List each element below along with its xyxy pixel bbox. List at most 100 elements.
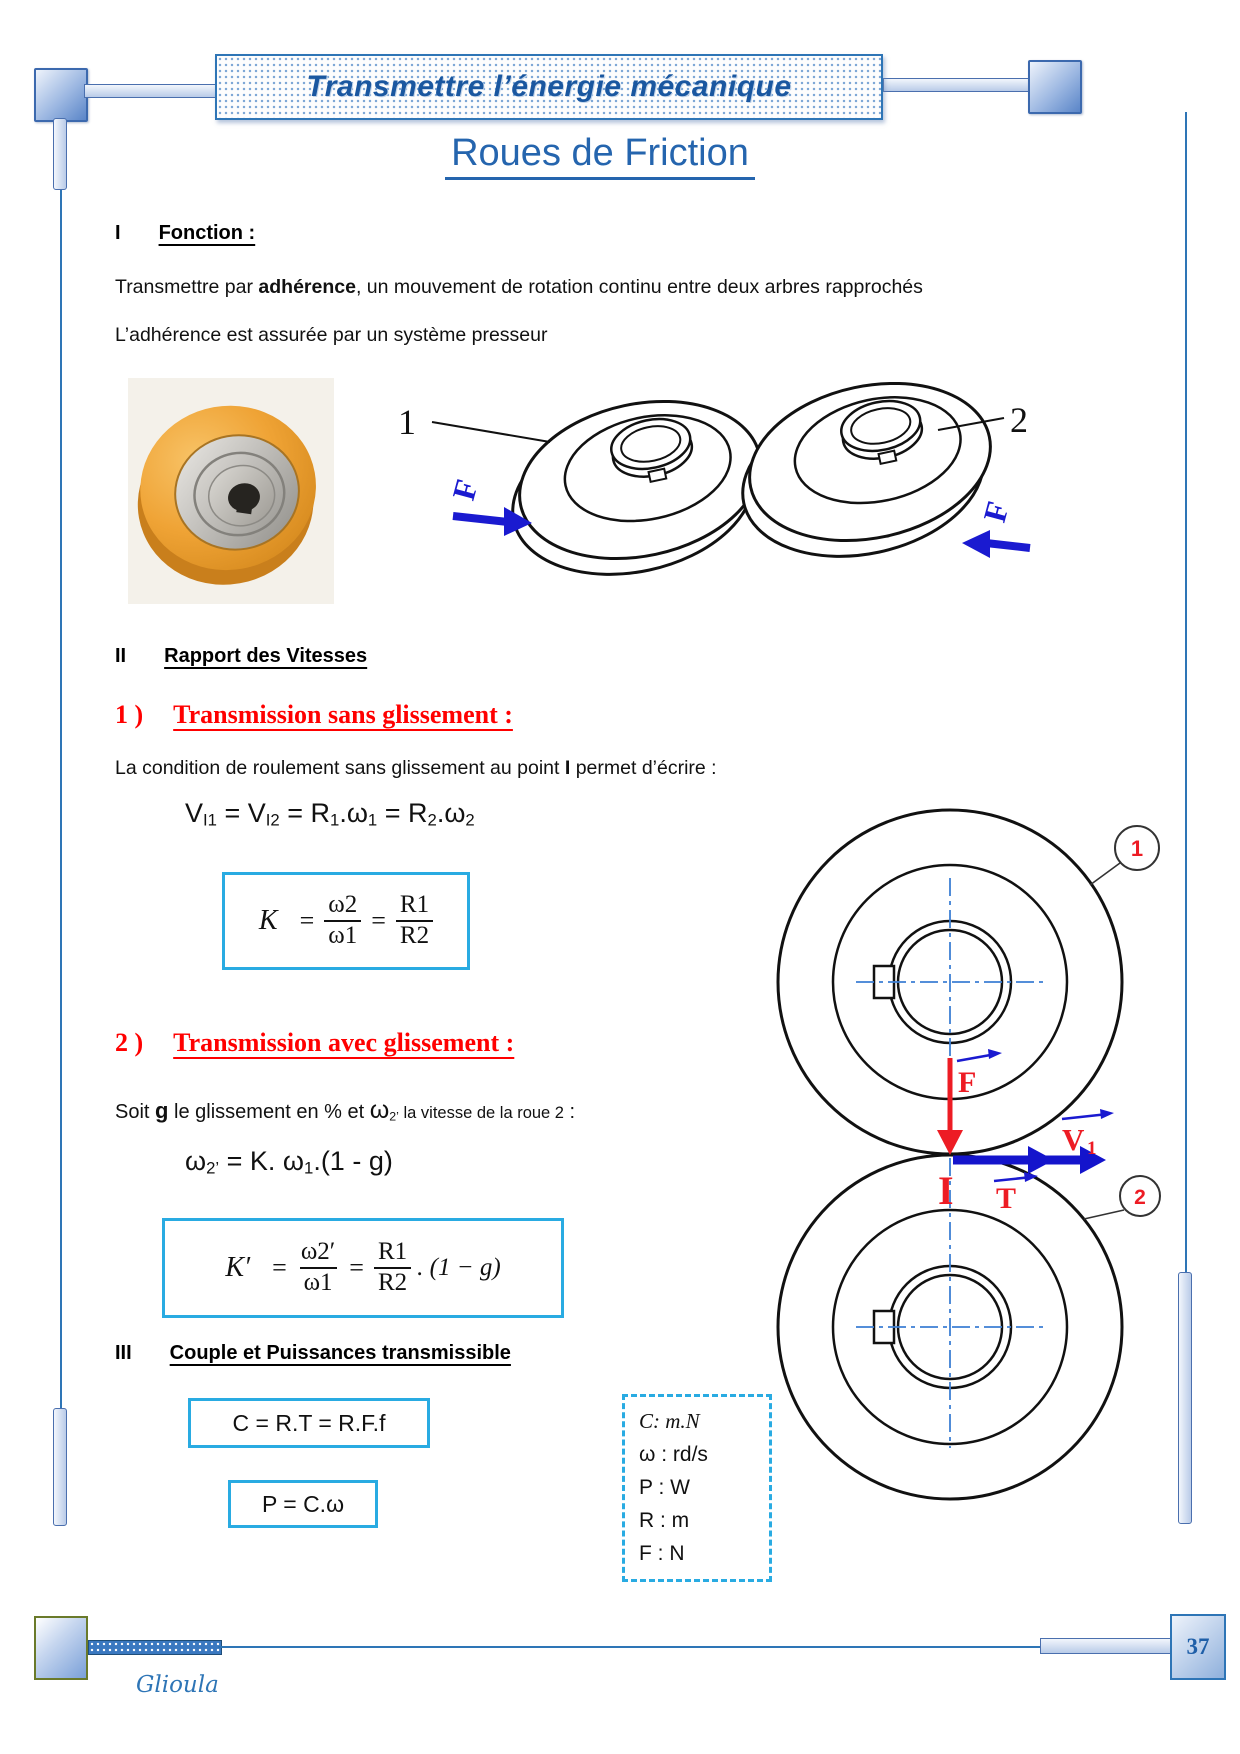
eq-sub: 1 — [367, 810, 378, 830]
header-banner: Transmettre l’énergie mécanique — [215, 54, 883, 120]
subsection-1-title: Transmission sans glissement : — [173, 700, 513, 729]
section-ii-title: Rapport des Vitesses — [164, 645, 368, 667]
figure-wheel-1 — [511, 399, 762, 576]
power-formula-box: P = C.ω — [228, 1480, 378, 1528]
section-i-numeral: I — [115, 222, 121, 244]
force-vector-hat-head — [988, 1049, 1002, 1059]
intro-small-text: la vitesse de la roue 2 — [398, 1104, 564, 1122]
diagram-balloon-2: 2 — [1083, 1175, 1161, 1220]
ratio-formula-box: K = ω2 ω1 = R1 R2 — [222, 872, 470, 970]
corner-ornament-bottom-left — [34, 1616, 88, 1680]
eq-part: = R — [279, 798, 331, 828]
subsection-2-title: Transmission avec glissement : — [173, 1028, 515, 1057]
fraction-omega: ω2 ω1 — [324, 891, 362, 951]
author-signature: Glioula — [136, 1672, 219, 1698]
header-banner-text: Transmettre l’énergie mécanique — [306, 70, 792, 103]
fraction-denominator: R2 — [395, 920, 434, 951]
formula-lhs: K′ — [225, 1252, 251, 1283]
force-arrow-left — [452, 507, 532, 536]
subsection-1-number: 1 ) — [115, 700, 144, 729]
page-title: Roues de Friction — [350, 132, 850, 180]
intro-bold: g — [155, 1098, 169, 1123]
frame-line-bottom — [218, 1646, 1040, 1648]
slip-ratio-formula-box: K′ = ω2′ ω1 = R1 R2 . (1 − g) — [162, 1218, 564, 1318]
paragraph-function-1: Transmettre par adhérence, un mouvement … — [115, 276, 1015, 299]
frame-line-left — [60, 118, 62, 1524]
eq-part: .(1 - g) — [313, 1146, 393, 1176]
unit-line-torque: C: m.N — [639, 1409, 700, 1433]
section-ii-heading: II Rapport des Vitesses — [115, 645, 367, 668]
section-iii-heading: III Couple et Puissances transmissible — [115, 1342, 511, 1365]
eq-part: = R — [377, 798, 428, 828]
leader-line-1 — [431, 421, 551, 443]
fraction-denominator: R2 — [373, 1267, 412, 1298]
contact-diagram: F V 1 I T 1 2 — [776, 808, 1161, 1501]
corner-ornament-top-left — [34, 68, 88, 122]
eq-part: .ω — [339, 798, 368, 828]
velocity-vector-hat — [1061, 1112, 1109, 1121]
paragraph-text: Transmettre par — [115, 276, 259, 298]
diagram-wheel-2-label: 2 — [1134, 1186, 1146, 1209]
diagram-wheel-1-label: 1 — [1131, 836, 1143, 861]
intro-text: permet d’écrire : — [570, 757, 717, 779]
formula-equals: = — [299, 906, 315, 935]
formula-equals: = — [349, 1253, 364, 1282]
frame-line-right — [1185, 112, 1187, 1524]
frame-cap-right-bottom — [1178, 1272, 1192, 1524]
formula-equals: = — [272, 1253, 287, 1282]
force-label-left: F — [445, 476, 485, 504]
figure-wheel-2-label: 2 — [1010, 400, 1028, 440]
torque-formula-box: C = R.T = R.F.f — [188, 1398, 430, 1448]
formula-equals: = — [371, 906, 386, 935]
fraction-numerator: ω2 — [328, 891, 358, 919]
intro-text: Soit — [115, 1101, 156, 1123]
formula-tail: . (1 − g) — [417, 1254, 501, 1281]
figure-wheel-1-label: 1 — [398, 402, 416, 442]
eq-part: .ω — [436, 798, 466, 828]
eq-part: = V — [216, 798, 266, 828]
subsection-2-number: 2 ) — [115, 1028, 144, 1057]
page-title-text: Roues de Friction — [445, 132, 755, 180]
section-iii-numeral: III — [115, 1342, 132, 1364]
section-ii-numeral: II — [115, 645, 127, 667]
fraction-numerator: R1 — [399, 891, 430, 919]
rolling-equation: VI1 = VI2 = R1.ω1 = R2.ω2 — [185, 798, 475, 831]
eq-sub: 1 — [304, 1158, 314, 1178]
page-number-block: 37 — [1170, 1614, 1226, 1680]
eq-part: ω — [185, 1146, 207, 1176]
omega-sub: 2’ — [389, 1109, 399, 1124]
eq-sub: I2 — [265, 810, 280, 830]
paragraph-function-2: L’adhérence est assurée par un système p… — [115, 324, 548, 346]
corner-ornament-top-right — [1028, 60, 1082, 114]
diagram-force-arrow — [937, 1058, 963, 1155]
eq-sub: 2 — [465, 810, 475, 830]
fraction-denominator: ω1 — [299, 1267, 337, 1298]
force-label-right: F — [976, 498, 1016, 526]
frame-cap-left-top — [53, 118, 67, 190]
section-i-title: Fonction : — [158, 222, 256, 244]
page-number: 37 — [1186, 1634, 1210, 1659]
friction-wheel-photo — [128, 378, 334, 604]
section-i-heading: I Fonction : — [115, 222, 255, 245]
rolling-condition-text: La condition de roulement sans glissemen… — [115, 757, 975, 780]
unit-line-omega: ω : rd/s — [639, 1443, 708, 1466]
diagram-velocity-arrow — [953, 1146, 1106, 1174]
subsection-2-heading: 2 ) Transmission avec glissement : — [115, 1028, 514, 1058]
section-iii-title: Couple et Puissances transmissible — [169, 1342, 511, 1364]
fraction-denominator: ω1 — [324, 920, 362, 951]
slip-equation: ω2’ = K. ω1.(1 - g) — [185, 1146, 393, 1179]
frame-cap-left-bottom — [53, 1408, 67, 1526]
units-legend-box: C: m.N ω : rd/s P : W R : m F : N — [622, 1394, 772, 1582]
diagram-velocity-sub: 1 — [1087, 1138, 1097, 1159]
eq-part: V — [185, 798, 204, 828]
frame-dotted-rod-bottom-left — [88, 1640, 222, 1655]
force-arrow-right — [962, 530, 1031, 558]
fraction-radius: R1 R2 — [395, 891, 434, 951]
frame-rod-top-left — [84, 84, 217, 98]
paragraph-bold: adhérence — [258, 276, 356, 298]
intro-text: La condition de roulement sans glissemen… — [115, 757, 565, 779]
leader-line-2 — [937, 417, 1005, 431]
velocity-vector-hat-head — [1100, 1109, 1114, 1119]
fraction-omega: ω2′ ω1 — [297, 1238, 339, 1298]
